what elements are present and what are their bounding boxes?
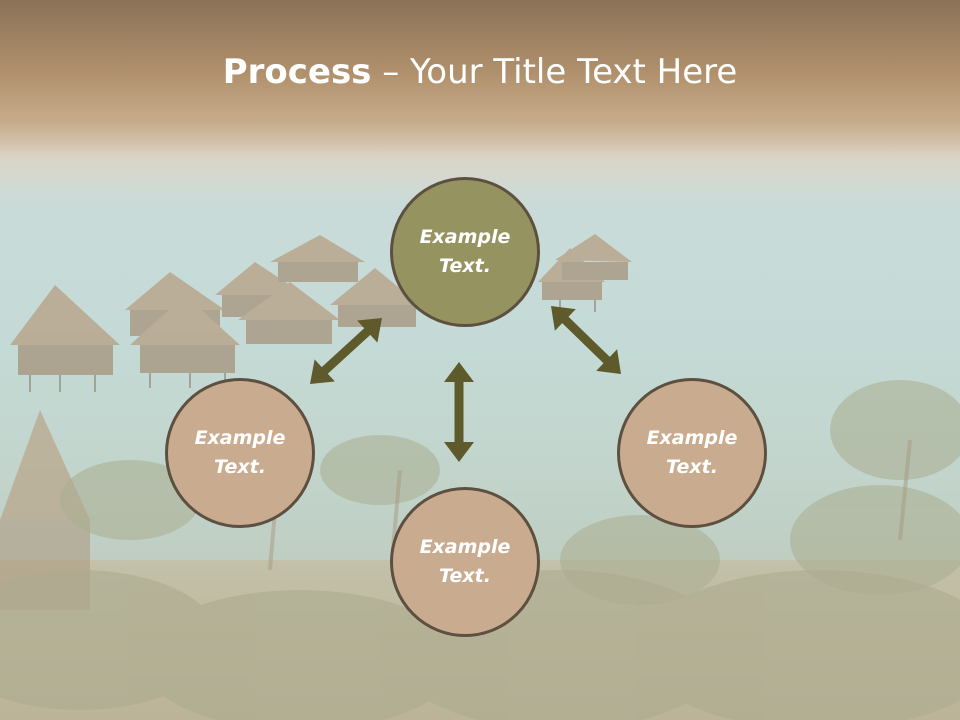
double-arrow-icon	[444, 362, 474, 462]
double-arrow-shape	[444, 362, 474, 462]
title-bold: Process	[222, 52, 372, 92]
process-node-left[interactable]: Example Text.	[165, 378, 315, 528]
process-node-right[interactable]: Example Text.	[617, 378, 767, 528]
double-arrow-shape	[551, 306, 621, 374]
double-arrow-icon	[310, 318, 382, 384]
node-bottom-text: Example Text.	[419, 536, 511, 587]
node-top-text: Example Text.	[419, 226, 511, 277]
slide-title: Process – Your Title Text Here	[0, 52, 960, 92]
title-rest: – Your Title Text Here	[371, 52, 738, 92]
double-arrow-icon	[551, 306, 621, 374]
process-node-bottom[interactable]: Example Text.	[390, 487, 540, 637]
process-node-top[interactable]: Example Text.	[390, 177, 540, 327]
node-right-text: Example Text.	[646, 427, 738, 478]
node-left-text: Example Text.	[194, 427, 286, 478]
double-arrow-shape	[310, 318, 382, 384]
